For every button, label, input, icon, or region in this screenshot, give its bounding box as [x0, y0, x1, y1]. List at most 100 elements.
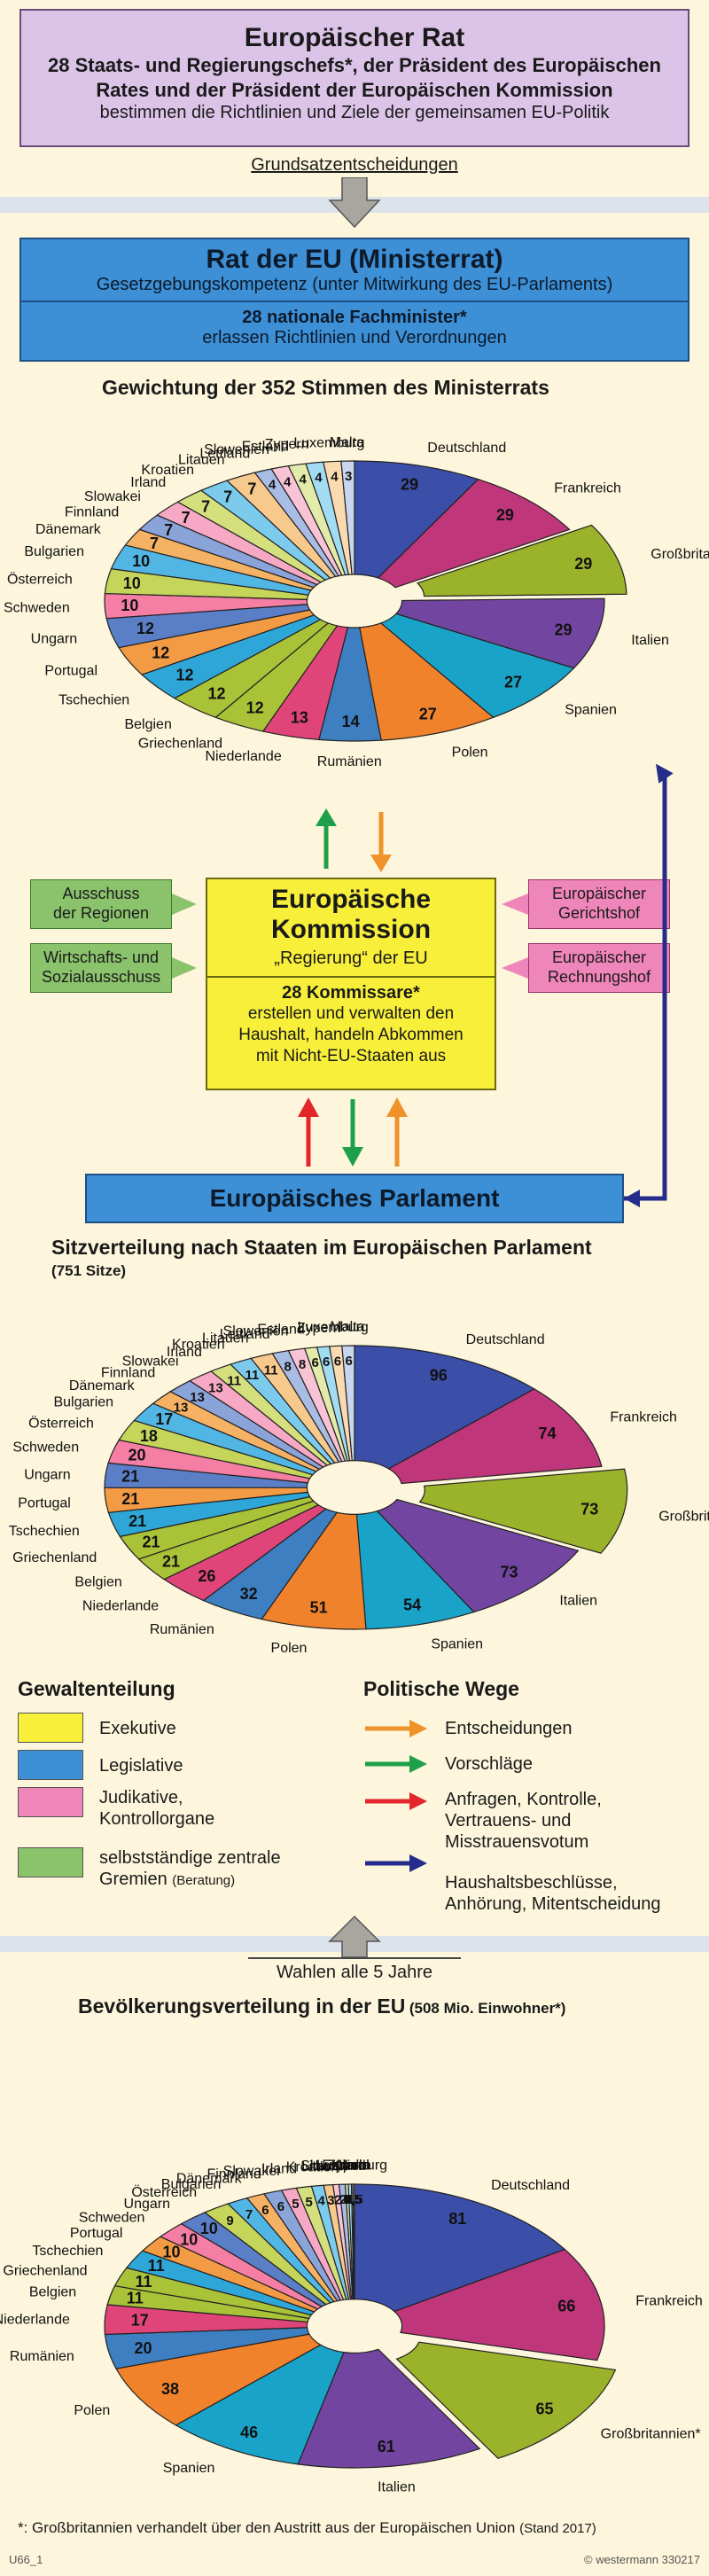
pie-country-label: Spanien — [431, 1637, 483, 1652]
pie-value-label: 10 — [123, 574, 141, 592]
pie-country-label: Slowakei — [122, 1354, 179, 1369]
legend-right-title: Politische Wege — [363, 1677, 519, 1700]
decision-arrow-up — [386, 1097, 408, 1167]
commission-title1: Europäische — [270, 885, 432, 914]
commission-title2: Kommission — [270, 915, 432, 944]
pie-slice — [175, 2344, 345, 2465]
ausschuss-regionen-box: Ausschuss der Regionen — [30, 879, 172, 929]
pie-value-label: 8 — [284, 1359, 292, 1374]
pink-pointers — [502, 894, 528, 979]
ministerrat-box: Rat der EU (Ministerrat) Gesetzgebungsko… — [19, 238, 690, 362]
european-commission-box: Europäische Kommission „Regierung“ der E… — [206, 878, 496, 1090]
ministerrat-title: Rat der EU (Ministerrat) — [206, 245, 503, 274]
pie-value-label: 4 — [269, 478, 277, 493]
pie-value-label: 10 — [162, 2243, 180, 2260]
parliament-seats-pie: 96Deutschland74Frankreich73Großbritannie… — [9, 1320, 709, 1656]
pie-value-label: 13 — [208, 1381, 223, 1396]
pie-country-label: Malta — [330, 435, 364, 450]
pie-country-label: Österreich — [131, 2184, 197, 2200]
pie-value-label: 21 — [121, 1490, 139, 1508]
legend-anfragen-line2: Vertrauens- und — [445, 1811, 572, 1831]
pie-country-label: Dänemark — [176, 2172, 243, 2187]
ministerrat-line2: 28 nationale Fachminister* — [242, 308, 467, 327]
pie-value-label: 20 — [129, 1446, 146, 1464]
pie-value-label: 2 — [339, 2192, 347, 2207]
pie-value-label: 6 — [277, 2199, 284, 2214]
pie-value-label: 66 — [557, 2298, 575, 2315]
ausschuss-line2: der Regionen — [52, 904, 150, 922]
pie3-subtitle: (508 Mio. Einwohner*) — [409, 2000, 566, 2017]
pie-slice — [394, 597, 605, 669]
pie-country-label: Kroatien — [141, 463, 194, 478]
pie-value-label: 96 — [430, 1366, 448, 1384]
pie-country-label: Finnland — [65, 505, 119, 520]
pie-country-label: Schweden — [12, 1440, 79, 1456]
pie-country-label: Tschechien — [9, 1524, 80, 1539]
pie-slice — [354, 460, 479, 579]
pie-value-label: 29 — [496, 506, 514, 524]
pie-country-label: Frankreich — [610, 1409, 677, 1425]
up-arrow-elections — [328, 1915, 381, 1958]
pie-country-label: Slowenien — [223, 1324, 289, 1339]
pie-value-label: 11 — [136, 2273, 152, 2291]
pie-value-label: 21 — [162, 1552, 180, 1570]
pie-country-label: Griechenland — [3, 2264, 87, 2279]
pie-country-label: Slowenien — [300, 2158, 366, 2174]
pie-slice — [418, 1468, 628, 1554]
pie-slice — [115, 2333, 322, 2426]
pie-value-label: 11 — [245, 1368, 260, 1383]
pie-value-label: 26 — [198, 1567, 215, 1585]
ministerrat-line3: erlassen Richtlinien und Verordnungen — [202, 328, 507, 347]
pie-value-label: 13 — [190, 1390, 205, 1405]
pie-country-label: Irland — [130, 475, 166, 490]
pie-value-label: 6 — [311, 1355, 318, 1370]
pie-value-label: 7 — [182, 509, 191, 527]
pie-country-label: Deutschland — [466, 1332, 545, 1347]
pie-country-label: Polen — [74, 2403, 110, 2418]
legend-arrow-blue — [365, 1854, 427, 1872]
pie-slice — [354, 2183, 566, 2313]
pie-value-label: 4 — [331, 469, 339, 484]
decision-arrow-down — [370, 812, 392, 872]
pie-country-label: Luxemburg — [293, 436, 364, 451]
legend-gremien-line1: selbstständige zentrale — [99, 1848, 281, 1868]
commission-line4: mit Nicht-EU-Staaten aus — [255, 1047, 447, 1066]
pie-country-label: Belgien — [124, 717, 171, 732]
pie-value-label: 27 — [504, 674, 522, 691]
pie-country-label: Luxemburg — [316, 2158, 387, 2174]
footer-code: U66_1 — [9, 2553, 43, 2566]
pie-slice — [377, 479, 571, 589]
council-line3: bestimmen die Richtlinien und Ziele der … — [99, 103, 610, 122]
pie-country-label: Estland — [322, 2158, 369, 2174]
pie-country-label: Lettland — [220, 1327, 270, 1342]
pie-value-label: 38 — [161, 2380, 179, 2398]
pie-slice — [393, 2248, 605, 2361]
pie-country-label: Kroatien — [172, 1338, 225, 1353]
wahlen-label: Wahlen alle 5 Jahre — [248, 1957, 461, 1986]
pie-value-label: 7 — [245, 2207, 253, 2222]
pie-country-label: Lettland — [316, 2158, 366, 2174]
pie-country-label: Dänemark — [69, 1378, 136, 1393]
pie-country-label: Italien — [631, 633, 669, 648]
pie-country-label: Schweden — [79, 2211, 145, 2226]
pie-slice — [376, 1498, 580, 1613]
pie-value-label: 7 — [201, 497, 210, 515]
pie-value-label: 10 — [200, 2220, 218, 2237]
pie-value-label: 7 — [164, 521, 173, 539]
pie2-title: Sitzverteilung nach Staaten im Europäisc… — [51, 1236, 592, 1259]
pie-country-label: Deutschland — [427, 441, 506, 456]
pie-slice — [355, 1510, 475, 1630]
legend-arrow-green — [365, 1755, 427, 1773]
pie-value-label: 12 — [246, 699, 264, 716]
pie-value-label: 6 — [261, 2203, 269, 2218]
council-line1: 28 Staats- und Regierungschefs*, der Prä… — [48, 54, 661, 76]
pie-country-label: Tschechien — [58, 692, 129, 707]
pie-country-label: Polen — [271, 1641, 308, 1656]
pie-value-label: 29 — [401, 476, 418, 494]
pie-country-label: Litauen — [178, 453, 225, 468]
wirtschaft-line2: Sozialausschuss — [41, 968, 161, 986]
pie-country-label: Belgien — [74, 1575, 121, 1590]
pie-country-label: Großbritannien* — [601, 2426, 701, 2441]
legend-arrow-red — [365, 1792, 427, 1810]
pie-slice — [387, 1388, 603, 1485]
